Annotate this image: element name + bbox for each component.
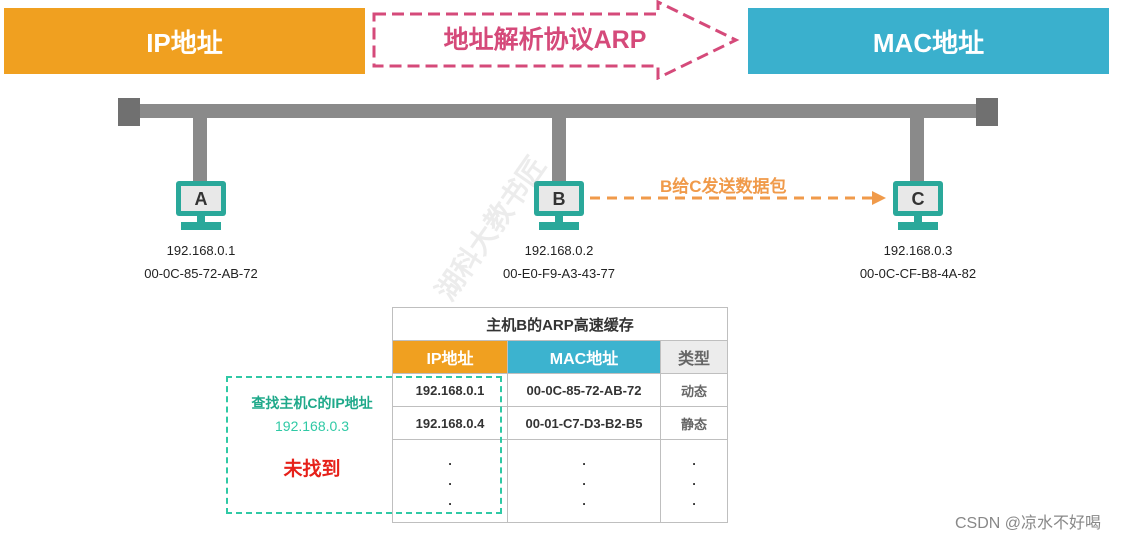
ip-address-banner-label: IP地址 (146, 27, 223, 58)
send-packet-label: B给C发送数据包 (660, 177, 787, 196)
lookup-highlight-box (226, 376, 502, 514)
lookup-title: 查找主机C的IP地址 (251, 395, 373, 411)
host-a-mac: 00-0C-85-72-AB-72 (144, 266, 258, 281)
host-a-ip: 192.168.0.1 (166, 243, 236, 258)
host-a-letter: A (195, 189, 208, 209)
host-c-drop (910, 118, 924, 184)
host-c-ip: 192.168.0.3 (883, 243, 953, 258)
bus-left-cap (118, 98, 140, 126)
network-diagram: A B C (118, 98, 998, 230)
host-b-drop (552, 118, 566, 184)
host-c-computer-icon: C (893, 181, 943, 230)
column-header-ip: IP地址 (392, 340, 508, 374)
host-b-ip: 192.168.0.2 (524, 243, 594, 258)
lookup-result: 未找到 (283, 459, 341, 480)
mac-address-banner: MAC地址 (748, 8, 1109, 74)
network-bus (118, 104, 998, 118)
arp-cache-caption: 主机B的ARP高速缓存 (392, 307, 728, 341)
credit-text: CSDN @凉水不好喝 (955, 515, 1102, 532)
ip-address-banner: IP地址 (4, 8, 365, 74)
lookup-ip: 192.168.0.3 (275, 418, 349, 434)
table-row: 192.168.0.4 00-01-C7-D3-B2-B5 静态 (392, 406, 728, 440)
host-c-letter: C (912, 189, 925, 209)
host-c-mac: 00-0C-CF-B8-4A-82 (859, 266, 977, 281)
mac-address-banner-label: MAC地址 (872, 27, 985, 58)
column-header-type: 类型 (660, 340, 728, 374)
host-a-drop (193, 118, 207, 184)
arp-cache-table: 主机B的ARP高速缓存 IP地址 MAC地址 类型 192.168.0.1 00… (392, 307, 728, 523)
cell-mac: 00-0C-85-72-AB-72 (507, 373, 661, 407)
cell-type: 静态 (660, 406, 728, 440)
send-arrow-head (872, 191, 886, 205)
ellipsis-ip: . . . (392, 439, 508, 523)
cell-type: 动态 (660, 373, 728, 407)
arp-protocol-label: 地址解析协议ARP (443, 26, 647, 54)
cell-mac: 00-01-C7-D3-B2-B5 (507, 406, 661, 440)
cell-ip: 192.168.0.4 (392, 406, 508, 440)
ellipsis-mac: . . . (507, 439, 661, 523)
column-header-mac: MAC地址 (507, 340, 661, 374)
bus-right-cap (976, 98, 998, 126)
ellipsis-type: . . . (660, 439, 728, 523)
host-b-mac: 00-E0-F9-A3-43-77 (503, 266, 615, 281)
host-a-computer-icon: A (176, 181, 226, 230)
table-row-ellipsis: . . . . . . . . . (392, 439, 728, 523)
host-b-letter: B (553, 189, 566, 209)
host-b-computer-icon: B (534, 181, 584, 230)
